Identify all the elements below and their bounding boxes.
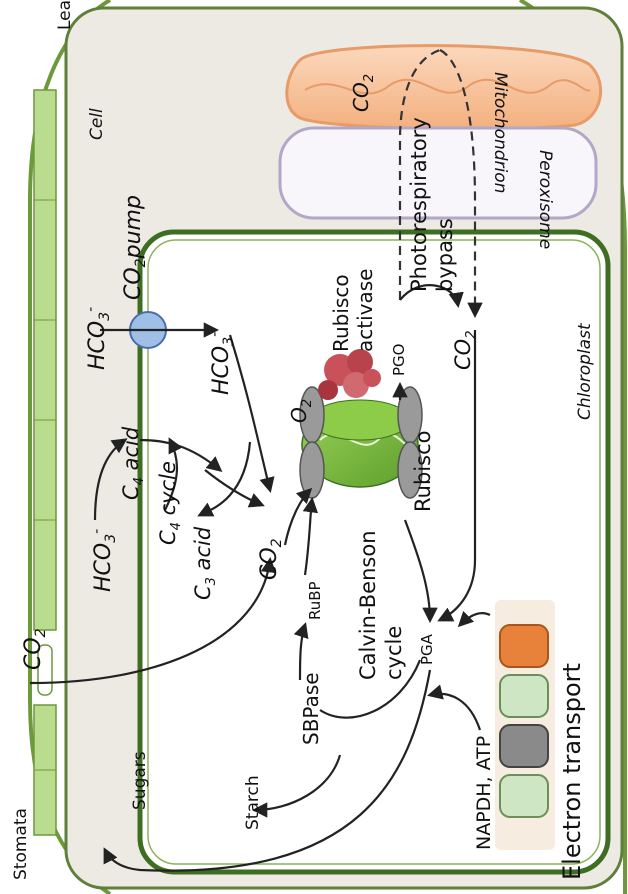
c3-acid-label: C3 acid — [191, 526, 219, 600]
calvin-label: Calvin-Bensoncycle — [356, 530, 406, 680]
pgo-label: PGO — [390, 344, 408, 376]
co2-mito-label: CO2 — [349, 74, 377, 112]
pgo-to-mito-dash — [398, 48, 441, 300]
sugars-label: Sugars — [130, 751, 150, 810]
svg-text:Photorespiratorybypass: Photorespiratorybypass — [407, 117, 457, 292]
svg-text:HCO3-: HCO3- — [207, 332, 237, 395]
co2-to-rubisco-arrow — [283, 487, 313, 546]
svg-text:HCO3-: HCO3- — [83, 307, 113, 370]
co2-pump-label: CO2pump — [121, 195, 149, 300]
svg-text:CO2: CO2 — [451, 331, 479, 370]
svg-text:Starch: Starch — [243, 775, 263, 830]
svg-text:CO2: CO2 — [257, 538, 285, 580]
leaf-label: Leaf — [55, 0, 75, 30]
co2-to-pga-arrow — [437, 330, 477, 622]
sbpase-to-rubp-arrow — [293, 622, 309, 681]
svg-text:CO2: CO2 — [349, 74, 377, 112]
photorespiratory-label: Photorespiratorybypass — [407, 117, 457, 292]
peroxisome — [278, 126, 598, 220]
co2-chloro-label: CO2 — [451, 331, 479, 370]
svg-text:Stomata: Stomata — [11, 808, 31, 880]
svg-text:NAPDH, ATP: NAPDH, ATP — [473, 736, 495, 850]
svg-text:Calvin-Bensoncycle: Calvin-Bensoncycle — [356, 530, 406, 680]
to-starch-arrow — [251, 754, 342, 818]
svg-text:Cell: Cell — [87, 108, 107, 140]
epidermis-strip — [33, 89, 57, 836]
hco3-outside-label: HCO3- — [83, 307, 113, 370]
svg-text:SBPase: SBPase — [299, 672, 323, 745]
svg-text:PGA: PGA — [418, 633, 436, 665]
cell-label: Cell — [87, 108, 107, 140]
c4-cycle-label: C4 cycle — [156, 461, 184, 545]
rubp-to-rubisco-arrow — [302, 496, 319, 576]
to-sugars-arrow — [103, 669, 432, 872]
etc-to-pga-arrow — [457, 610, 491, 628]
nadph-atp-label: NAPDH, ATP — [473, 736, 495, 850]
svg-text:C3 acid: C3 acid — [191, 526, 219, 600]
hco3-inside-label: HCO3- — [207, 332, 237, 395]
svg-text:C4 acid: C4 acid — [119, 426, 147, 500]
electron-transport-chain — [495, 600, 555, 850]
chloroplast-label: Chloroplast — [575, 322, 595, 420]
pga-label: PGA — [418, 633, 436, 665]
nadph-arrow — [427, 684, 482, 731]
svg-text:C4 cycle: C4 cycle — [156, 461, 184, 545]
rubisco-complex — [299, 386, 423, 499]
svg-text:Rubisco: Rubisco — [411, 431, 435, 512]
rubisco-activase-label: Rubiscoactivase — [329, 269, 377, 352]
bypass-arrow — [399, 284, 464, 309]
peroxisome-label: Peroxisome — [535, 150, 555, 249]
co2-center-label: CO2 — [257, 538, 285, 580]
co2-outside-label: CO2 — [21, 628, 49, 670]
stomata-label: Stomata — [11, 808, 31, 880]
rubisco-to-pga-arrow — [403, 519, 438, 624]
chloroplast-inner-membrane — [147, 239, 601, 865]
svg-text:CO2pump: CO2pump — [121, 195, 149, 300]
chloroplast — [137, 229, 611, 875]
hco3-to-c4-arrow — [93, 438, 128, 521]
pga-to-sbpase-arrow — [319, 659, 422, 719]
mitochondrion — [285, 44, 603, 131]
c4-decarb-arrow — [204, 469, 265, 508]
co2-entry-arrow — [29, 556, 277, 685]
svg-text:Chloroplast: Chloroplast — [575, 322, 595, 420]
svg-text:Mitochondrion: Mitochondrion — [490, 72, 510, 193]
svg-text:HCO3-: HCO3- — [89, 529, 119, 592]
svg-text:CO2: CO2 — [21, 628, 49, 670]
svg-text:Electron transport: Electron transport — [558, 663, 586, 880]
rubp-label: RuBP — [306, 581, 324, 620]
svg-text:Peroxisome: Peroxisome — [535, 150, 555, 249]
c4-acid-label: C4 acid — [119, 426, 147, 500]
sbpase-label: SBPase — [299, 672, 323, 745]
svg-text:PGO: PGO — [390, 344, 408, 376]
c4-to-c3-arrow — [197, 441, 252, 517]
electron-transport-label: Electron transport — [558, 663, 586, 880]
mitochondrion-label: Mitochondrion — [490, 72, 510, 193]
o2-label: O2 — [287, 399, 315, 423]
hco3-left-label: HCO3- — [89, 529, 119, 592]
starch-label: Starch — [243, 775, 263, 830]
svg-text:O2: O2 — [287, 399, 315, 423]
rubisco-activase — [318, 349, 381, 400]
svg-text:Leaf: Leaf — [55, 0, 75, 30]
c3-to-c4-arrow — [164, 437, 183, 511]
svg-text:Sugars: Sugars — [130, 751, 150, 810]
svg-text:Rubiscoactivase: Rubiscoactivase — [329, 269, 377, 352]
svg-text:RuBP: RuBP — [306, 581, 324, 620]
hco3-to-co2-arrow — [228, 334, 275, 493]
rubisco-label: Rubisco — [411, 431, 435, 512]
